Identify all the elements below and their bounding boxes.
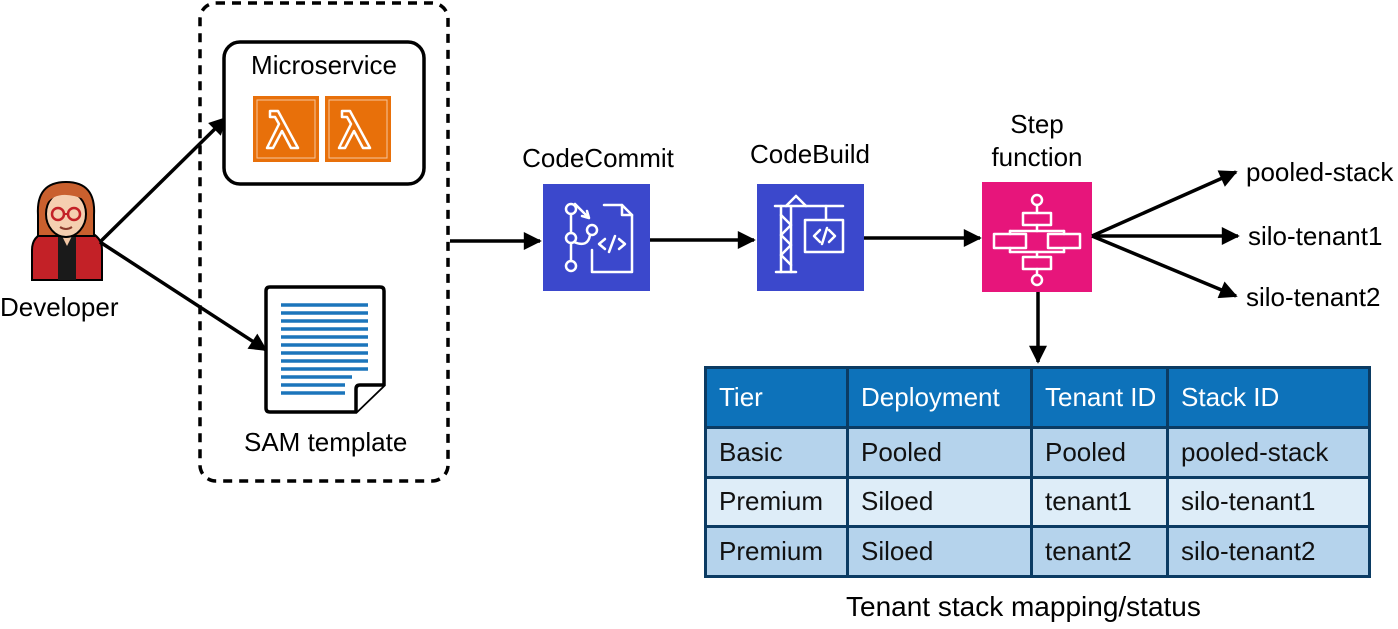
table-cell: Pooled (846, 425, 1033, 479)
document-icon (264, 285, 386, 414)
table-cell: Pooled (1030, 425, 1169, 479)
table-cell: pooled-stack (1166, 425, 1371, 479)
table-header-cell: Deployment (846, 366, 1033, 429)
sam-template-label: SAM template (244, 427, 408, 457)
table-cell: tenant2 (1030, 525, 1169, 578)
table-cell: Premium (704, 525, 849, 578)
codebuild-label: CodeBuild (750, 139, 870, 169)
table-cell: silo-tenant2 (1166, 525, 1371, 578)
codecommit-icon (543, 184, 650, 291)
table-cell: tenant1 (1030, 475, 1169, 529)
lambda-icon (325, 96, 391, 162)
table-row: Basic Pooled Pooled pooled-stack (704, 425, 1371, 479)
table-cell: Basic (704, 425, 849, 479)
tenant-stack-mapping-table: Tier Deployment Tenant ID Stack ID Basic… (704, 366, 1371, 578)
table-row: Premium Siloed tenant2 silo-tenant2 (704, 525, 1371, 578)
arrow-to-pooled-stack (1091, 170, 1238, 238)
step-function-label-line2: function (991, 142, 1083, 172)
codecommit-label: CodeCommit (522, 143, 674, 173)
table-header-cell: Tenant ID (1030, 366, 1169, 429)
table-cell: silo-tenant1 (1166, 475, 1371, 529)
output-pooled-stack: pooled-stack (1246, 157, 1394, 187)
table-header-cell: Tier (704, 366, 849, 429)
output-silo-tenant2: silo-tenant2 (1246, 282, 1381, 312)
table-header-row: Tier Deployment Tenant ID Stack ID (704, 366, 1371, 429)
arrow-developer-to-sam-template (99, 240, 268, 352)
developer-avatar-icon (31, 180, 103, 281)
table-row: Premium Siloed tenant1 silo-tenant1 (704, 475, 1371, 529)
output-silo-tenant1: silo-tenant1 (1248, 221, 1383, 251)
arrow-developer-to-microservice (98, 116, 228, 244)
lambda-icon (253, 96, 319, 162)
table-header-cell: Stack ID (1166, 366, 1371, 429)
step-function-label-line1: Step (1010, 109, 1064, 139)
microservice-label: Microservice (251, 50, 397, 80)
arrow-to-silo-tenant2 (1091, 234, 1238, 299)
table-cell: Premium (704, 475, 849, 529)
step-functions-icon (982, 182, 1092, 292)
codebuild-icon (757, 184, 864, 291)
table-cell: Siloed (846, 525, 1033, 578)
table-caption: Tenant stack mapping/status (846, 591, 1201, 622)
deployment-package-group (198, 1, 450, 483)
table-cell: Siloed (846, 475, 1033, 529)
developer-label: Developer (0, 292, 119, 322)
